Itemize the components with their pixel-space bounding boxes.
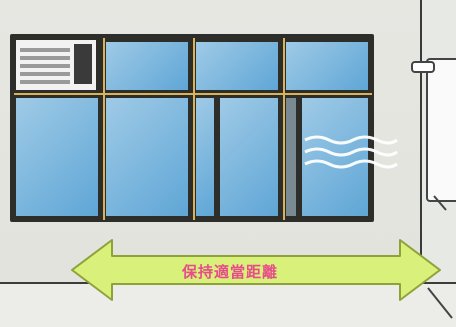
- ac-vent: [20, 48, 70, 52]
- ac-vent: [20, 72, 70, 76]
- water-heater: [426, 58, 456, 202]
- ac-vent: [20, 80, 70, 84]
- ac-control-panel: [74, 44, 92, 84]
- heater-pipes: [411, 61, 453, 319]
- heat-waves-icon: [304, 135, 398, 169]
- ac-vent: [20, 56, 70, 60]
- window-pane: [286, 42, 368, 90]
- window-pane: [196, 98, 214, 216]
- distance-label: 保持適當距離: [181, 263, 278, 281]
- ground: [0, 282, 456, 327]
- distance-arrow-icon: [71, 239, 441, 301]
- window-mullions: [14, 38, 372, 220]
- window-pane: [302, 98, 368, 216]
- ac-vent: [20, 64, 70, 68]
- window-pane: [196, 42, 278, 90]
- window-pane: [16, 98, 98, 216]
- window-pane: [286, 98, 296, 216]
- window-pane: [106, 42, 188, 90]
- window-pane: [220, 98, 278, 216]
- window-pane: [106, 98, 188, 216]
- air-conditioner: [16, 40, 96, 90]
